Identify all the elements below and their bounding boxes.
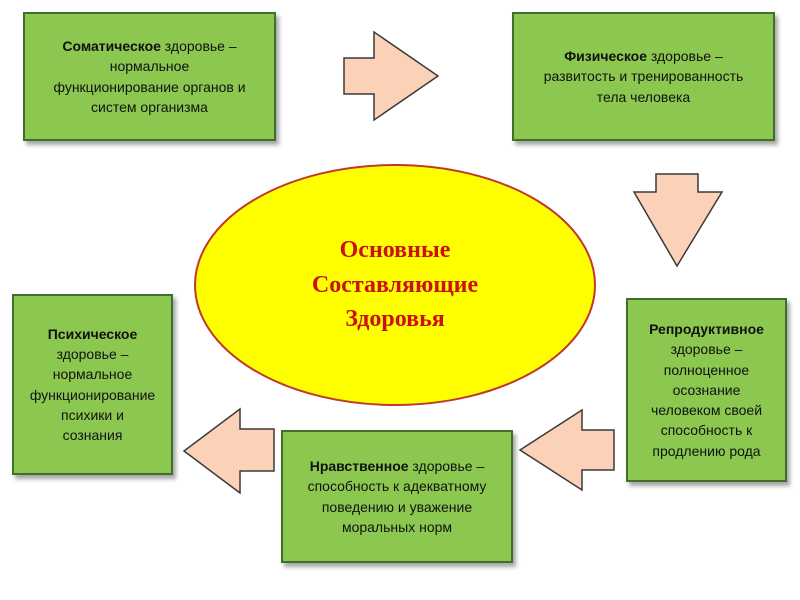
center-title-line-3: Здоровья — [345, 306, 445, 333]
mental-line-4: психики и — [61, 406, 124, 423]
mental-heading-line: Психическое — [30, 324, 155, 344]
arrow-left-icon — [518, 408, 615, 492]
moral-heading-line: Нравственное здоровье – — [308, 456, 487, 476]
moral-health-box: Нравственное здоровье – способность к ад… — [281, 430, 513, 563]
reproductive-line-3: осознание — [672, 381, 741, 398]
reproductive-health-box: Репродуктивное здоровье – полноценное ос… — [626, 298, 787, 482]
somatic-line-2: функционирование органов и — [53, 78, 246, 95]
reproductive-heading-line: Репродуктивное — [649, 319, 764, 339]
somatic-line-3: систем организма — [91, 98, 208, 115]
center-ellipse-shape — [194, 164, 596, 406]
physical-term: Физическое — [564, 48, 648, 65]
mental-line-2: нормальное — [52, 366, 133, 383]
physical-heading-rest: здоровье – — [647, 48, 723, 65]
moral-line-1: способность к адекватному — [307, 478, 487, 495]
somatic-health-box: Соматическое здоровье – нормальное функц… — [23, 12, 276, 141]
somatic-line-1: нормальное — [109, 58, 190, 75]
moral-line-2: поведению и уважение — [321, 498, 473, 515]
reproductive-line-2: полноценное — [663, 361, 750, 378]
moral-line-3: моральных норм — [341, 518, 453, 535]
center-title: Основные Составляющие Здоровья — [190, 160, 600, 410]
mental-term: Психическое — [47, 325, 138, 342]
center-title-line-2: Составляющие — [311, 271, 479, 298]
reproductive-line-6: продлению рода — [652, 442, 761, 459]
physical-line-1: развитость и тренированность — [543, 68, 744, 85]
center-ellipse: Основные Составляющие Здоровья — [190, 160, 600, 410]
reproductive-line-1: здоровье – — [670, 341, 743, 358]
somatic-term: Соматическое — [62, 37, 161, 54]
arrow-left-icon — [182, 407, 275, 495]
somatic-heading-rest: здоровье – — [160, 37, 237, 54]
center-title-line-1: Основные — [339, 236, 451, 263]
reproductive-line-4: человеком своей — [650, 402, 763, 419]
arrow-down-icon — [632, 173, 724, 268]
mental-line-1: здоровье – — [56, 345, 129, 362]
physical-health-box: Физическое здоровье – развитость и трени… — [512, 12, 775, 141]
mental-line-3: функционирование — [29, 386, 156, 403]
moral-heading-rest: здоровье – — [408, 457, 485, 474]
reproductive-term: Репродуктивное — [649, 320, 764, 337]
moral-term: Нравственное — [309, 457, 409, 474]
somatic-heading-line: Соматическое здоровье – — [53, 36, 245, 56]
mental-line-5: сознания — [62, 427, 123, 444]
arrow-right-icon — [343, 30, 440, 122]
physical-line-2: тела человека — [596, 88, 691, 105]
reproductive-line-5: способность к — [660, 422, 753, 439]
mental-health-box: Психическое здоровье – нормальное функци… — [12, 294, 173, 475]
physical-heading-line: Физическое здоровье – — [544, 46, 744, 66]
